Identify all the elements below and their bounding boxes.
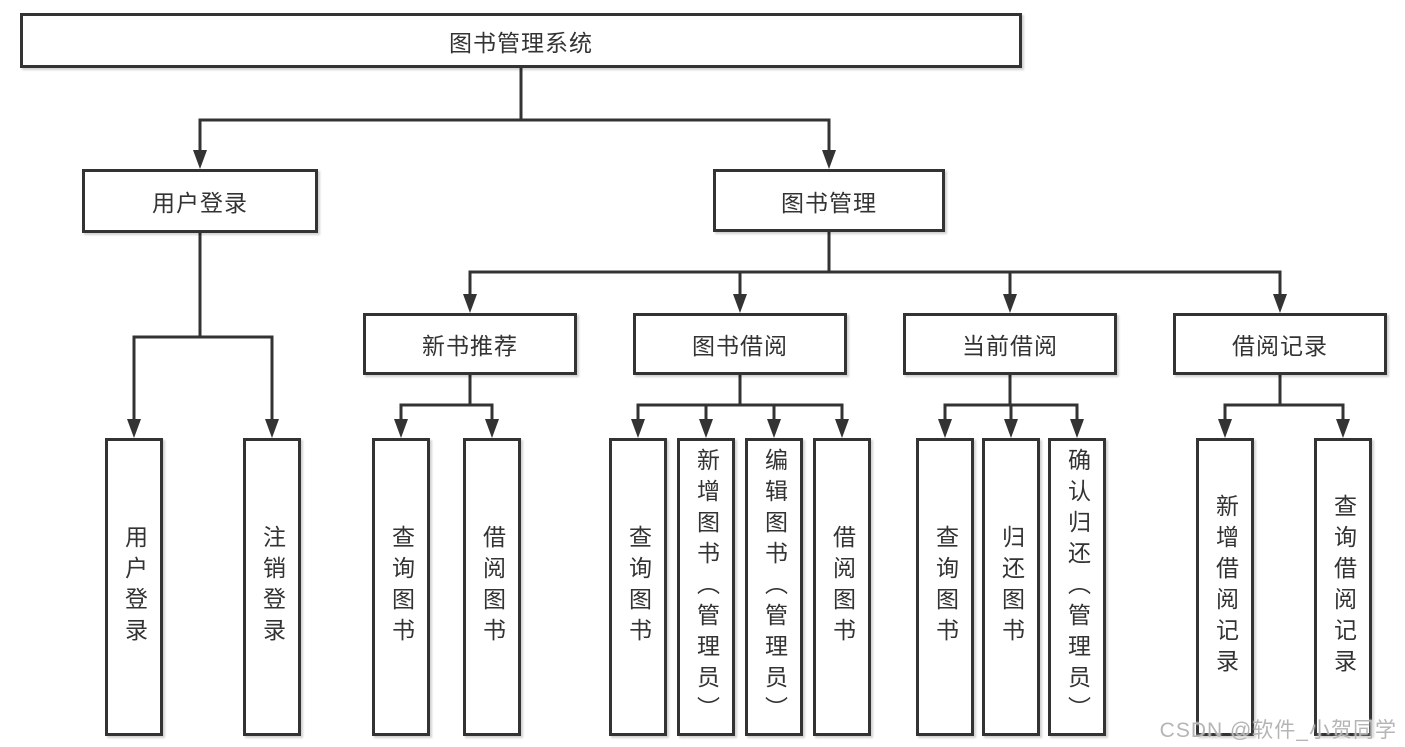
leaf-logout-label: 注销登录 bbox=[259, 525, 286, 649]
leaf-borrowing-borrow-books: 借阅图书 bbox=[813, 438, 871, 736]
arrowhead bbox=[699, 419, 713, 438]
leaf-query-borrow-record-label: 查询借阅记录 bbox=[1330, 494, 1357, 680]
node-borrowing-records-label: 借阅记录 bbox=[1232, 333, 1328, 359]
leaf-user-login: 用户登录 bbox=[105, 438, 163, 736]
arrowhead bbox=[1004, 419, 1018, 438]
leaf-add-borrow-record-label: 新增借阅记录 bbox=[1212, 494, 1239, 680]
leaf-add-borrow-record: 新增借阅记录 bbox=[1196, 438, 1254, 736]
arrowhead bbox=[1336, 419, 1350, 438]
csdn-watermark: CSDN @软件_小贺同学 bbox=[1159, 719, 1397, 742]
leaf-return-book-label: 归还图书 bbox=[998, 525, 1025, 649]
connector-userlogin-to-leaves bbox=[132, 231, 274, 421]
connector-bookmgmt-to-level3 bbox=[468, 230, 1282, 296]
arrowhead bbox=[733, 294, 747, 313]
arrowhead bbox=[631, 419, 645, 438]
leaf-borrowing-query-books: 查询图书 bbox=[609, 438, 667, 736]
node-new-book-recommend-label: 新书推荐 bbox=[422, 333, 518, 359]
leaf-edit-book-admin: 编辑图书（管理员） bbox=[745, 438, 803, 736]
arrowhead bbox=[394, 419, 408, 438]
connector-recommend-to-leaves bbox=[399, 373, 494, 421]
arrowhead bbox=[835, 419, 849, 438]
node-root-system-label: 图书管理系统 bbox=[449, 29, 593, 56]
leaf-edit-book-admin-label: 编辑图书（管理员） bbox=[761, 447, 788, 727]
arrowhead bbox=[485, 419, 499, 438]
leaf-logout: 注销登录 bbox=[243, 438, 301, 736]
leaf-current-query-books: 查询图书 bbox=[916, 438, 974, 736]
leaf-recommend-query-books-label: 查询图书 bbox=[388, 525, 415, 649]
leaf-query-borrow-record: 查询借阅记录 bbox=[1314, 438, 1372, 736]
arrowhead bbox=[193, 150, 207, 169]
leaf-return-book: 归还图书 bbox=[982, 438, 1040, 736]
arrowhead bbox=[1003, 294, 1017, 313]
arrowhead bbox=[463, 294, 477, 313]
leaf-borrowing-borrow-books-label: 借阅图书 bbox=[829, 525, 856, 649]
node-borrowing-records: 借阅记录 bbox=[1173, 313, 1387, 375]
node-current-borrowing-label: 当前借阅 bbox=[962, 333, 1058, 359]
arrowhead bbox=[265, 419, 279, 438]
leaf-recommend-borrow-books-label: 借阅图书 bbox=[479, 525, 506, 649]
arrowheads bbox=[127, 150, 1350, 438]
leaf-borrowing-query-books-label: 查询图书 bbox=[625, 525, 652, 649]
node-new-book-recommend: 新书推荐 bbox=[363, 313, 577, 375]
arrowhead bbox=[127, 419, 141, 438]
connector-records-to-leaves bbox=[1223, 373, 1345, 421]
node-book-borrowing: 图书借阅 bbox=[633, 313, 847, 375]
leaf-recommend-borrow-books: 借阅图书 bbox=[463, 438, 521, 736]
node-user-login-label: 用户登录 bbox=[152, 190, 248, 216]
arrowhead bbox=[1273, 294, 1287, 313]
leaf-add-book-admin-label: 新增图书（管理员） bbox=[693, 447, 720, 727]
leaf-current-query-books-label: 查询图书 bbox=[932, 525, 959, 649]
leaf-recommend-query-books: 查询图书 bbox=[372, 438, 430, 736]
arrowhead bbox=[822, 150, 836, 169]
arrowhead bbox=[938, 419, 952, 438]
arrowhead bbox=[1070, 419, 1084, 438]
node-book-management-label: 图书管理 bbox=[781, 189, 877, 216]
leaf-confirm-return-admin: 确认归还（管理员） bbox=[1048, 438, 1106, 736]
arrowhead bbox=[767, 419, 781, 438]
connector-borrowing-to-leaves bbox=[636, 373, 844, 421]
leaf-confirm-return-admin-label: 确认归还（管理员） bbox=[1064, 447, 1091, 727]
node-current-borrowing: 当前借阅 bbox=[903, 313, 1117, 375]
leaf-add-book-admin: 新增图书（管理员） bbox=[677, 438, 735, 736]
node-user-login: 用户登录 bbox=[82, 169, 318, 233]
node-book-management: 图书管理 bbox=[713, 169, 945, 232]
leaf-user-login-label: 用户登录 bbox=[121, 525, 148, 649]
connector-current-to-leaves bbox=[943, 373, 1079, 421]
connector-root-to-level2 bbox=[198, 66, 831, 152]
node-book-borrowing-label: 图书借阅 bbox=[692, 333, 788, 359]
node-root-system: 图书管理系统 bbox=[20, 13, 1022, 68]
arrowhead bbox=[1218, 419, 1232, 438]
